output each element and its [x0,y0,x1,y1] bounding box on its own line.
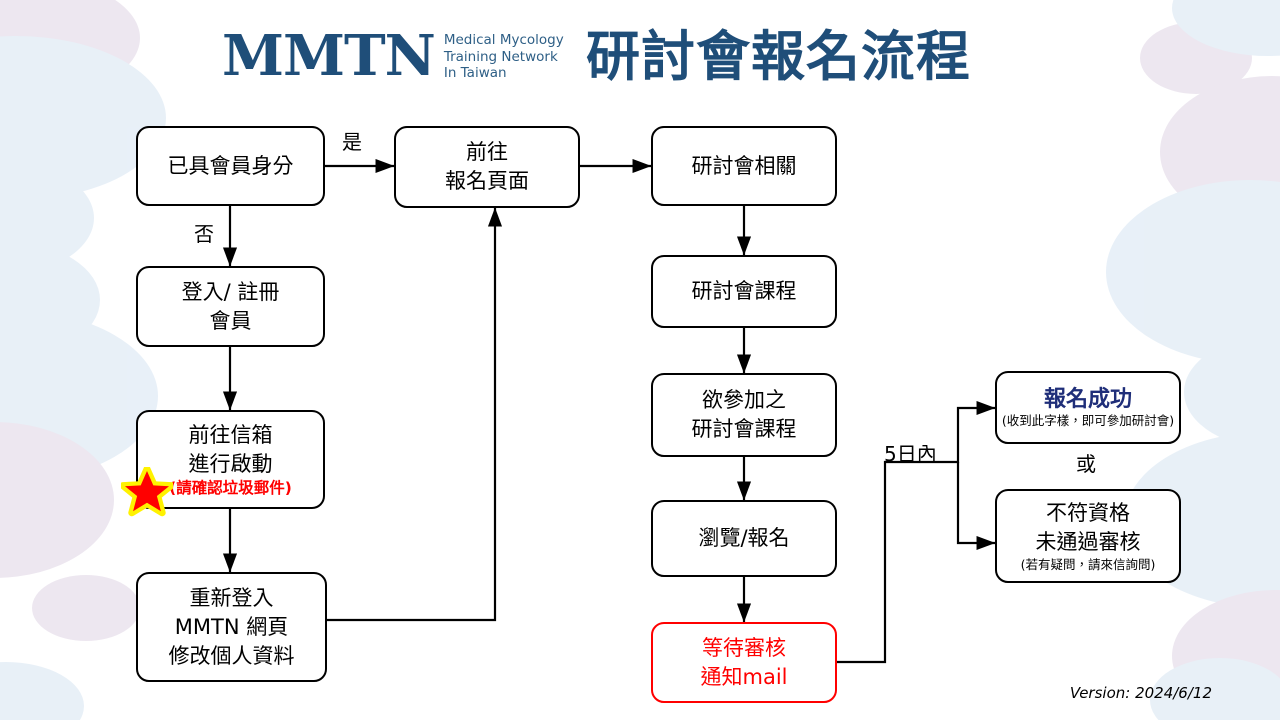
page-title: 研討會報名流程 [586,25,971,88]
node-line-2: 會員 [209,308,252,333]
node-line-1: 瀏覽/報名 [698,526,790,550]
edge-await-to-success [837,400,996,664]
node-wanted-course[interactable]: 欲參加之 研討會課程 [651,373,837,457]
node-line-1: 已具會員身分 [167,153,294,178]
node-line-1: 登入/ 註冊 [181,279,280,304]
node-is-member[interactable]: 已具會員身分 [136,126,325,206]
node-relogin-edit[interactable]: 重新登入 MMTN 網頁 修改個人資料 [136,572,327,682]
node-success[interactable]: 報名成功 (收到此字樣，即可參加研討會) [995,371,1181,444]
node-line-2: 進行啟動 [188,452,273,476]
star-fill [125,471,169,512]
node-await-review[interactable]: 等待審核 通知mail [651,622,837,703]
node-line-1: 前往信箱 [188,423,273,447]
edge-label-yes: 是 [342,130,362,154]
node-line-1: 不符資格 [1046,501,1130,525]
edge-relogin-back-to-signup [327,207,503,622]
node-go-signup-page[interactable]: 前往 報名頁面 [394,126,580,208]
red-star-icon [121,467,173,517]
node-note: (若有疑問，請來信詢問) [1020,557,1156,572]
node-line-2: 未通過審核 [1035,530,1141,554]
mmtn-wordmark: MMTN [222,23,436,89]
node-line-1: 研討會相關 [691,153,797,178]
version-label: Version: 2024/6/12 [1069,684,1212,702]
mmtn-logo-subtitle: Medical Mycology Training Network In Tai… [444,32,564,82]
edge-label-no: 否 [194,222,214,246]
node-browse-signup[interactable]: 瀏覽/報名 [651,500,837,577]
node-line-1: 研討會課程 [691,279,797,303]
node-line-2: 研討會課程 [691,417,797,441]
logo-sub-line-2: Training Network [443,48,558,65]
edge-label-or: 或 [1076,452,1096,476]
node-note: (請確認垃圾郵件) [169,479,292,497]
node-line-1: 報名成功 [1043,387,1132,412]
slide-header: MMTN Medical Mycology Training Network I… [0,0,1280,110]
node-line-2: MMTN 網頁 [174,614,289,639]
node-line-1: 等待審核 [702,635,786,660]
node-activate-mail[interactable]: 前往信箱 進行啟動 (請確認垃圾郵件) [136,410,325,509]
edge-label-within-5-days: 5日內 [884,442,937,466]
node-line-1: 前往 [466,140,508,164]
node-register[interactable]: 登入/ 註冊 會員 [136,266,325,347]
node-seminar-course[interactable]: 研討會課程 [651,255,837,328]
node-line-3: 修改個人資料 [168,643,295,668]
logo-sub-line-1: Medical Mycology [443,32,564,48]
edge-await-to-rejected [956,462,996,551]
mmtn-logo: MMTN Medical Mycology Training Network I… [222,28,564,84]
node-line-2: 通知mail [700,664,788,689]
logo-sub-line-3: In Taiwan [443,65,507,81]
node-note: (收到此字樣，即可參加研討會) [1001,413,1175,428]
node-line-2: 報名頁面 [445,169,529,193]
node-line-1: 欲參加之 [702,388,786,412]
node-line-1: 重新登入 [189,585,274,610]
node-seminar-info[interactable]: 研討會相關 [651,126,837,206]
node-rejected[interactable]: 不符資格 未通過審核 (若有疑問，請來信詢問) [995,489,1181,583]
